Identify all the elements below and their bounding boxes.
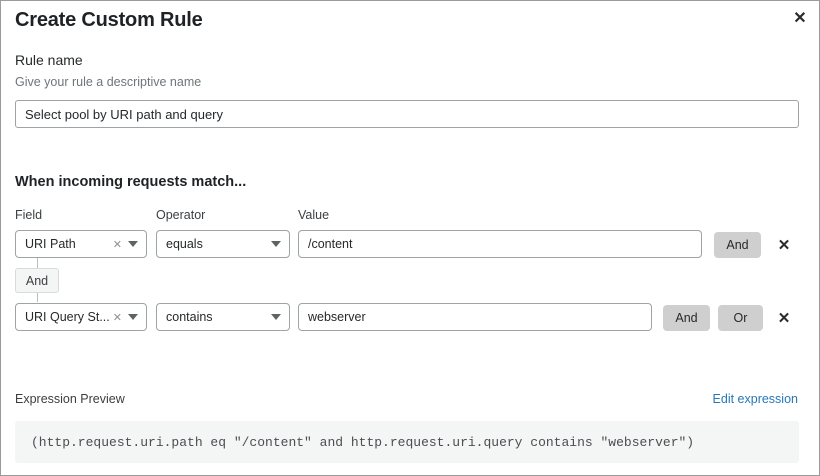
group-connector-and-badge[interactable]: And	[15, 268, 59, 293]
clear-icon[interactable]: ✕	[112, 238, 122, 251]
rule-name-hint: Give your rule a descriptive name	[15, 75, 202, 89]
dialog-title: Create Custom Rule	[15, 9, 203, 31]
operator-select-row-1[interactable]: equals	[156, 230, 290, 258]
or-button-row-2[interactable]: Or	[718, 305, 763, 331]
column-header-field: Field	[15, 208, 43, 222]
field-select-row-2[interactable]: URI Query St... ✕	[15, 303, 147, 331]
chevron-down-icon	[128, 314, 138, 320]
rule-name-label: Rule name	[15, 52, 83, 68]
clear-icon[interactable]: ✕	[112, 311, 122, 324]
chevron-down-icon	[128, 241, 138, 247]
expression-preview-box: (http.request.uri.path eq "/content" and…	[15, 421, 799, 463]
chevron-down-icon	[271, 241, 281, 247]
field-select-label-row-1: URI Path	[25, 237, 76, 251]
and-button-row-1[interactable]: And	[714, 232, 761, 258]
operator-select-row-2[interactable]: contains	[156, 303, 290, 331]
operator-select-label-row-1: equals	[166, 237, 203, 251]
field-select-label-row-2: URI Query St...	[25, 310, 110, 324]
column-header-operator: Operator	[156, 208, 206, 222]
value-input-row-1[interactable]	[298, 230, 702, 258]
column-header-value: Value	[298, 208, 330, 222]
close-icon[interactable]: ✕	[789, 8, 811, 30]
chevron-down-icon	[271, 314, 281, 320]
delete-condition-row-1[interactable]: ✕	[777, 236, 791, 254]
rule-name-input[interactable]	[15, 100, 799, 128]
operator-select-label-row-2: contains	[166, 310, 213, 324]
delete-condition-row-2[interactable]: ✕	[777, 309, 791, 327]
value-input-row-2[interactable]	[298, 303, 652, 331]
edit-expression-link[interactable]: Edit expression	[712, 392, 798, 406]
and-button-row-2[interactable]: And	[663, 305, 710, 331]
field-select-row-1[interactable]: URI Path ✕	[15, 230, 147, 258]
expression-preview-label: Expression Preview	[15, 392, 125, 406]
conditions-heading: When incoming requests match...	[15, 174, 247, 190]
expression-preview-text: (http.request.uri.path eq "/content" and…	[31, 434, 695, 450]
